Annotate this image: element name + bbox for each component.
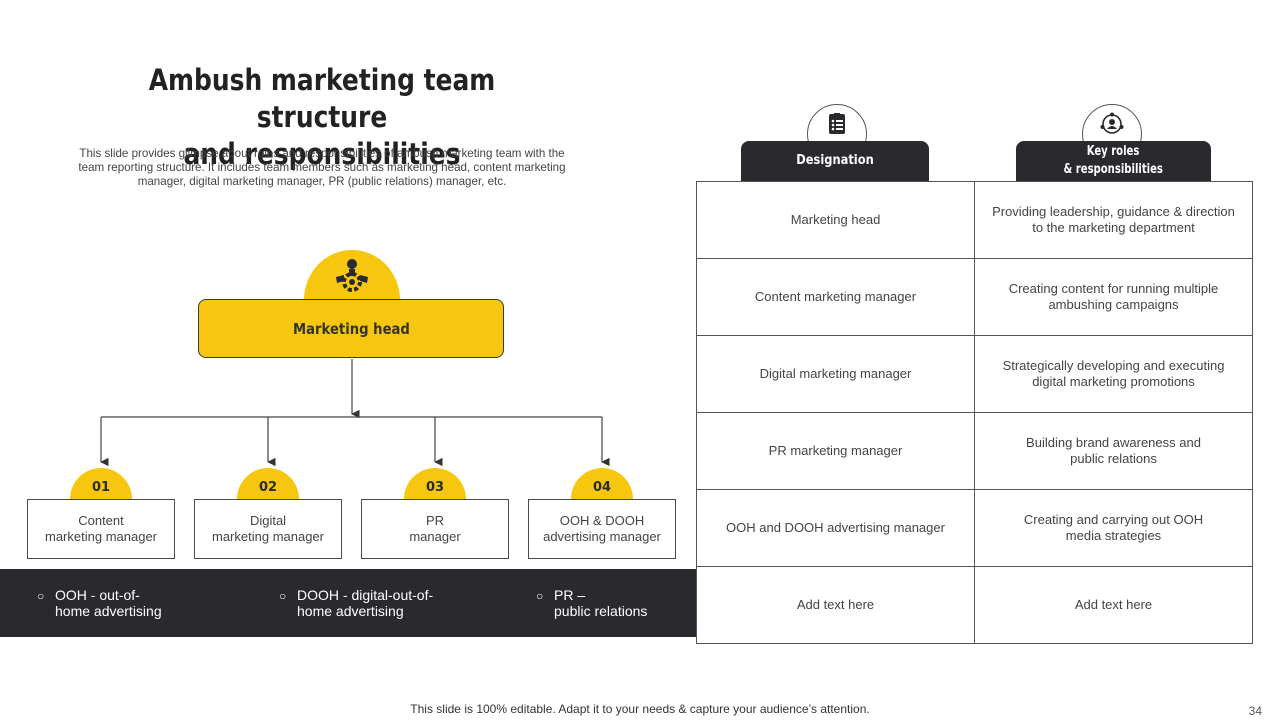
member-line1: Content <box>78 513 124 528</box>
slide-title: Ambush marketing team structure and resp… <box>97 62 548 173</box>
legend-line1: DOOH - digital-out-of- <box>297 587 434 603</box>
marketing-head-box: Marketing head <box>198 299 504 358</box>
role-line2: media strategies <box>1065 528 1162 543</box>
member-line1: PR <box>425 513 445 528</box>
page-number: 34 <box>1248 704 1262 718</box>
table-row: PR marketing manager Building brand awar… <box>696 412 1253 490</box>
role-line1: Providing leadership, guidance & directi… <box>992 204 1235 219</box>
roles-table: Marketing head Providing leadership, gui… <box>696 181 1253 644</box>
legend-line1: PR – <box>554 587 586 603</box>
bullet-circle-icon: ○ <box>279 589 287 603</box>
document-list-icon <box>829 113 845 134</box>
role-line1: Building brand awareness and <box>1026 435 1201 450</box>
footer-note: This slide is 100% editable. Adapt it to… <box>410 702 870 716</box>
role-line1: Strategically developing and executing <box>1002 358 1225 373</box>
member-line2: marketing manager <box>212 529 324 544</box>
table-row: Digital marketing manager Strategically … <box>696 335 1253 413</box>
role-line2: public relations <box>1070 451 1157 466</box>
legend-line2: public relations <box>554 603 648 619</box>
member-line2: advertising manager <box>543 529 661 544</box>
table-row: Content marketing manager Creating conte… <box>696 258 1253 336</box>
role-line1: Creating and carrying out OOH <box>1023 512 1204 527</box>
member-line1: OOH & DOOH <box>559 513 645 528</box>
role-line2: ambushing campaigns <box>1048 297 1179 312</box>
table-row: OOH and DOOH advertising manager Creatin… <box>696 489 1253 567</box>
designation-cell: PR marketing manager <box>696 412 975 490</box>
designation-cell: Content marketing manager <box>696 258 975 336</box>
designation-cell: Add text here <box>696 566 975 644</box>
team-gear-icon <box>336 259 368 292</box>
role-line2: to the marketing department <box>1032 220 1195 235</box>
designation-header: Designation <box>741 141 929 181</box>
table-row: Marketing head Providing leadership, gui… <box>696 181 1253 259</box>
org-connectors <box>100 359 610 467</box>
member-line1: Digital <box>249 513 287 528</box>
table-row: Add text here Add text here <box>696 566 1253 644</box>
legend-line2: home advertising <box>55 603 162 619</box>
member-line2: marketing manager <box>45 529 157 544</box>
roles-header: Key roles & responsibilities <box>1016 141 1211 181</box>
slide-subtitle: This slide provides glimpse about roles … <box>78 147 566 188</box>
member-line2: manager <box>409 529 461 544</box>
legend-line2: home advertising <box>297 603 404 619</box>
roles-header-line1: Key roles <box>1087 144 1140 159</box>
role-line2: digital marketing promotions <box>1032 374 1195 389</box>
role-line1: Creating content for running multiple <box>1008 281 1219 296</box>
slide-title-line1: Ambush marketing team structure <box>148 63 496 134</box>
legend-line1: OOH - out-of- <box>55 587 140 603</box>
role-cell: Add text here <box>974 566 1253 644</box>
bullet-circle-icon: ○ <box>536 589 544 603</box>
designation-header-label: Designation <box>796 153 874 168</box>
designation-cell: Marketing head <box>696 181 975 259</box>
marketing-head-label: Marketing head <box>292 319 410 338</box>
bullet-circle-icon: ○ <box>37 589 45 603</box>
slide-title-line2: and responsibilities <box>183 137 461 171</box>
designation-cell: Digital marketing manager <box>696 335 975 413</box>
role-cell: Providing leadership, guidance & directi… <box>974 181 1253 259</box>
roles-header-line2: & responsibilities <box>1063 162 1164 177</box>
user-network-icon <box>1100 112 1124 134</box>
abbreviation-band <box>0 569 696 637</box>
designation-cell: OOH and DOOH advertising manager <box>696 489 975 567</box>
